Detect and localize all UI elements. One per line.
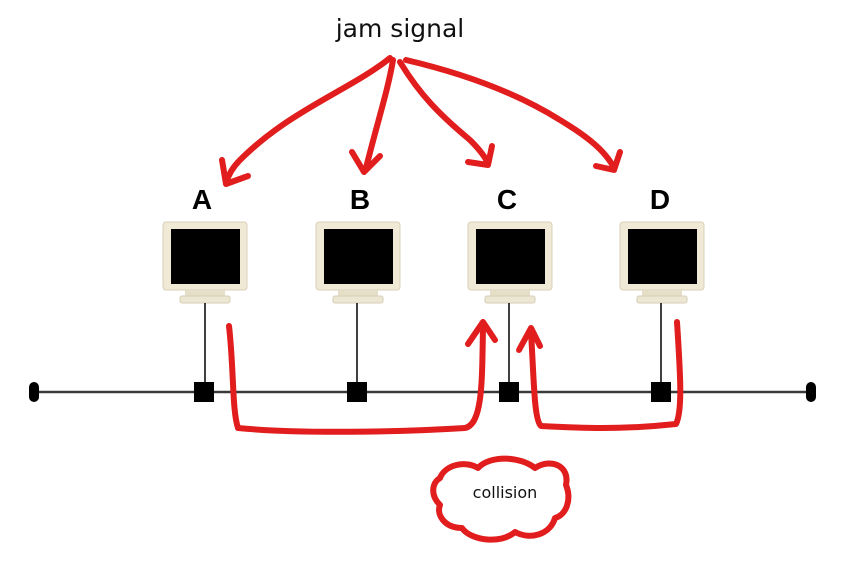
node-label-c: C bbox=[496, 184, 518, 215]
monitor-neck bbox=[338, 290, 378, 296]
monitor-screen bbox=[171, 229, 240, 284]
arrowhead-c bbox=[465, 143, 495, 168]
jam-arrow-to-b bbox=[363, 57, 396, 171]
monitor-screen bbox=[324, 229, 393, 284]
arrowhead-d-to-c bbox=[516, 325, 543, 353]
monitor-stand bbox=[179, 295, 231, 304]
jam-arrow-to-c bbox=[397, 59, 491, 167]
monitor-stand bbox=[332, 295, 384, 304]
monitor-stand bbox=[484, 295, 536, 304]
jam-arrow-to-a bbox=[223, 55, 393, 186]
tap-connector bbox=[651, 382, 671, 402]
arrowhead-b bbox=[349, 149, 383, 175]
tap-connector bbox=[347, 382, 367, 402]
monitor-screen bbox=[628, 229, 697, 284]
jam-arrow-to-d bbox=[403, 57, 617, 171]
signal-path-a-to-c bbox=[226, 323, 486, 435]
collision-label: collision bbox=[472, 483, 538, 502]
arrowhead-a bbox=[219, 157, 251, 187]
monitor-stand bbox=[636, 295, 688, 304]
collision-cloud bbox=[430, 455, 572, 543]
monitor-neck bbox=[185, 290, 225, 296]
jam-signal-label: jam signal bbox=[335, 14, 465, 43]
computer-d bbox=[619, 221, 705, 402]
signal-path-d-to-c bbox=[528, 319, 684, 431]
tap-connector bbox=[194, 382, 214, 402]
node-label-a: A bbox=[191, 184, 213, 215]
node-label-b: B bbox=[349, 184, 371, 215]
computer-a bbox=[162, 221, 248, 402]
tap-connector bbox=[499, 382, 519, 402]
bus-terminator-right bbox=[806, 382, 816, 402]
bus-terminator-left bbox=[29, 382, 39, 402]
computer-b bbox=[315, 221, 401, 402]
node-label-d: D bbox=[649, 184, 671, 215]
monitor-neck bbox=[642, 290, 682, 296]
monitor-neck bbox=[490, 290, 530, 296]
monitor-screen bbox=[476, 229, 545, 284]
arrowhead-a-to-c bbox=[465, 319, 498, 347]
arrowhead-d bbox=[593, 149, 623, 173]
computer-c bbox=[467, 221, 553, 402]
